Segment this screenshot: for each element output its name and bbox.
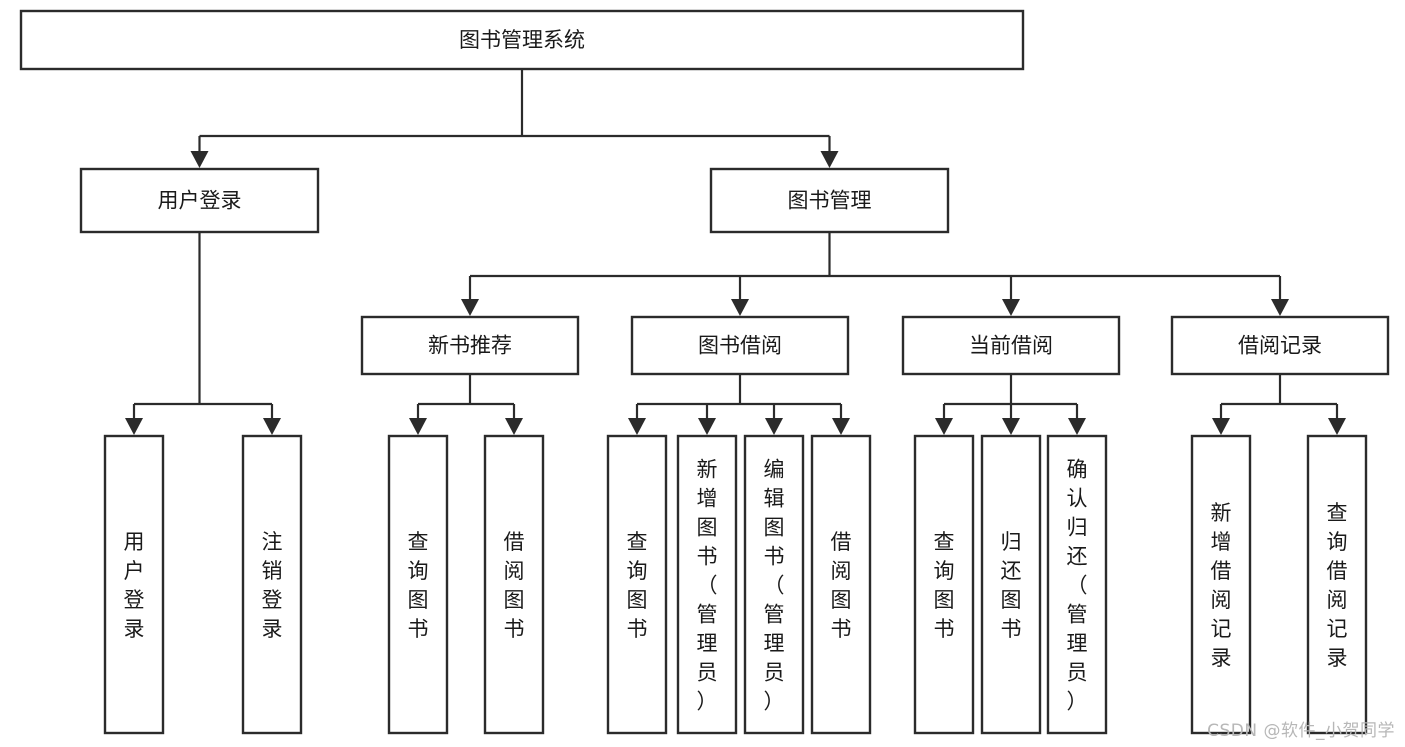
node-user-login-box[interactable]	[79, 167, 320, 234]
arrow-head-icon	[1002, 418, 1020, 435]
node-leaf-edit-book[interactable]: 编辑图书（管理员）	[743, 434, 805, 735]
node-current-borrow-box[interactable]	[901, 315, 1121, 376]
node-user-login[interactable]: 用户登录	[79, 167, 320, 234]
arrow-head-icon	[1068, 418, 1086, 435]
connector-layer	[125, 69, 1346, 435]
arrow-head-icon	[461, 299, 479, 316]
node-user-login-label: 用户登录	[158, 189, 242, 213]
arrow-head-icon	[731, 299, 749, 316]
node-leaf-edit-book-label: 编辑图书（管理员）	[764, 458, 785, 714]
node-leaf-logout-box[interactable]	[241, 434, 303, 735]
node-leaf-borrow-book-2-box[interactable]	[810, 434, 872, 735]
node-leaf-return-book-label: 归还图书	[1001, 530, 1022, 641]
node-leaf-logout[interactable]: 注销登录	[241, 434, 303, 735]
node-leaf-edit-book-box[interactable]	[743, 434, 805, 735]
node-book-manage-label: 图书管理	[788, 189, 872, 213]
node-layer: 图书管理系统用户登录图书管理新书推荐图书借阅当前借阅借阅记录用户登录注销登录查询…	[19, 9, 1390, 735]
node-leaf-query-book-1[interactable]: 查询图书	[387, 434, 449, 735]
arrow-head-icon	[263, 418, 281, 435]
node-leaf-add-book-label: 新增图书（管理员）	[697, 458, 718, 714]
node-leaf-user-login-box[interactable]	[103, 434, 165, 735]
node-leaf-borrow-book-1-box[interactable]	[483, 434, 545, 735]
node-book-borrow[interactable]: 图书借阅	[630, 315, 850, 376]
node-leaf-query-record[interactable]: 查询借阅记录	[1306, 434, 1368, 735]
node-leaf-query-book-3[interactable]: 查询图书	[913, 434, 975, 735]
node-leaf-confirm-return-box[interactable]	[1046, 434, 1108, 735]
node-leaf-return-book-box[interactable]	[980, 434, 1042, 735]
node-leaf-query-book-2-label: 查询图书	[627, 530, 648, 641]
node-leaf-query-record-box[interactable]	[1306, 434, 1368, 735]
arrow-head-icon	[820, 151, 839, 168]
node-book-borrow-label: 图书借阅	[698, 334, 782, 358]
arrow-head-icon	[935, 418, 953, 435]
node-leaf-add-book-box[interactable]	[676, 434, 738, 735]
arrow-head-icon	[505, 418, 523, 435]
node-book-borrow-box[interactable]	[630, 315, 850, 376]
node-leaf-confirm-return-label: 确认归还（管理员）	[1067, 458, 1088, 714]
node-leaf-query-book-2[interactable]: 查询图书	[606, 434, 668, 735]
arrow-head-icon	[832, 418, 850, 435]
node-current-borrow-label: 当前借阅	[969, 334, 1053, 358]
node-leaf-add-book[interactable]: 新增图书（管理员）	[676, 434, 738, 735]
arrow-head-icon	[1002, 299, 1020, 316]
arrow-head-icon	[1212, 418, 1230, 435]
node-leaf-query-book-1-label: 查询图书	[408, 530, 429, 641]
node-leaf-query-book-2-box[interactable]	[606, 434, 668, 735]
node-current-borrow[interactable]: 当前借阅	[901, 315, 1121, 376]
node-root-label: 图书管理系统	[459, 28, 585, 52]
node-leaf-borrow-book-1-label: 借阅图书	[504, 530, 525, 641]
arrow-head-icon	[1328, 418, 1346, 435]
node-leaf-user-login-label: 用户登录	[124, 530, 145, 641]
node-root[interactable]: 图书管理系统	[19, 9, 1025, 71]
arrow-head-icon	[765, 418, 783, 435]
node-leaf-query-book-3-box[interactable]	[913, 434, 975, 735]
node-leaf-confirm-return[interactable]: 确认归还（管理员）	[1046, 434, 1108, 735]
node-leaf-query-book-1-box[interactable]	[387, 434, 449, 735]
node-leaf-user-login[interactable]: 用户登录	[103, 434, 165, 735]
node-leaf-borrow-book-1[interactable]: 借阅图书	[483, 434, 545, 735]
arrow-head-icon	[1271, 299, 1289, 316]
node-leaf-borrow-book-2-label: 借阅图书	[831, 530, 852, 641]
node-borrow-record[interactable]: 借阅记录	[1170, 315, 1390, 376]
node-new-book-recommend-label: 新书推荐	[428, 334, 512, 358]
node-leaf-add-record-label: 新增借阅记录	[1211, 501, 1232, 670]
node-book-manage-box[interactable]	[709, 167, 950, 234]
node-leaf-add-record[interactable]: 新增借阅记录	[1190, 434, 1252, 735]
node-borrow-record-box[interactable]	[1170, 315, 1390, 376]
node-new-book-recommend-box[interactable]	[360, 315, 580, 376]
node-borrow-record-label: 借阅记录	[1238, 334, 1322, 358]
node-leaf-borrow-book-2[interactable]: 借阅图书	[810, 434, 872, 735]
arrow-head-icon	[698, 418, 716, 435]
node-leaf-logout-label: 注销登录	[262, 530, 283, 641]
node-book-manage[interactable]: 图书管理	[709, 167, 950, 234]
arrow-head-icon	[190, 151, 209, 168]
node-leaf-add-record-box[interactable]	[1190, 434, 1252, 735]
node-root-box[interactable]	[19, 9, 1025, 71]
arrow-head-icon	[409, 418, 427, 435]
arrow-head-icon	[628, 418, 646, 435]
arrow-head-icon	[125, 418, 143, 435]
node-leaf-return-book[interactable]: 归还图书	[980, 434, 1042, 735]
node-leaf-query-record-label: 查询借阅记录	[1327, 501, 1348, 670]
node-leaf-query-book-3-label: 查询图书	[934, 530, 955, 641]
node-new-book-recommend[interactable]: 新书推荐	[360, 315, 580, 376]
